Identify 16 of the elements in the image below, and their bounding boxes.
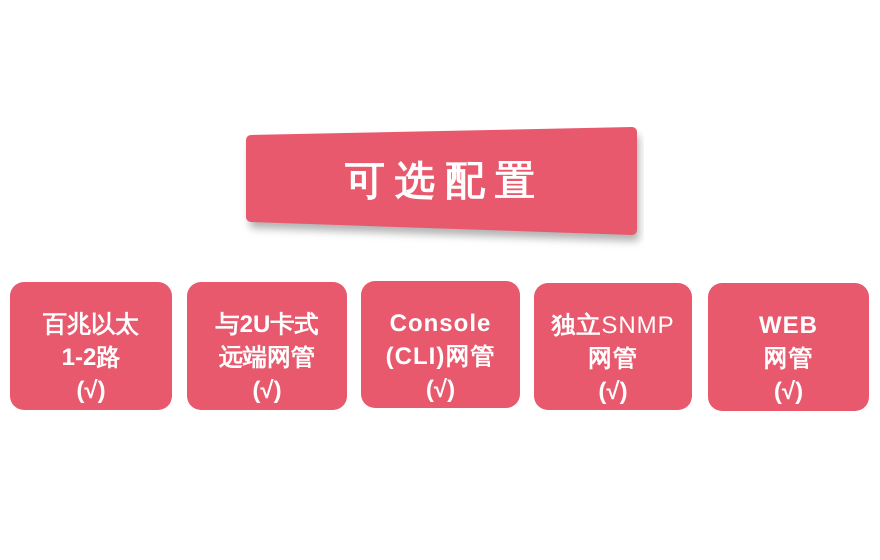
option-box bbox=[708, 283, 869, 411]
check-label: (√) bbox=[598, 378, 628, 405]
option-box bbox=[534, 283, 692, 410]
check-label: (√) bbox=[252, 377, 282, 404]
option-label: WEB网管 bbox=[759, 312, 818, 372]
option-label: 百兆以太1-2路 bbox=[43, 311, 139, 371]
option-label: 独立SNMP网管 bbox=[551, 312, 675, 372]
option-box bbox=[187, 282, 347, 410]
check-label: (√) bbox=[426, 376, 456, 403]
option-label: 与2U卡式远端网管 bbox=[216, 311, 318, 371]
banner-title: 可选配置 bbox=[344, 159, 545, 203]
check-label: (√) bbox=[774, 378, 804, 405]
check-label: (√) bbox=[76, 377, 106, 404]
option-box bbox=[361, 281, 520, 408]
option-box bbox=[10, 282, 172, 410]
option-label: Console (CLI)网管 bbox=[386, 310, 496, 370]
